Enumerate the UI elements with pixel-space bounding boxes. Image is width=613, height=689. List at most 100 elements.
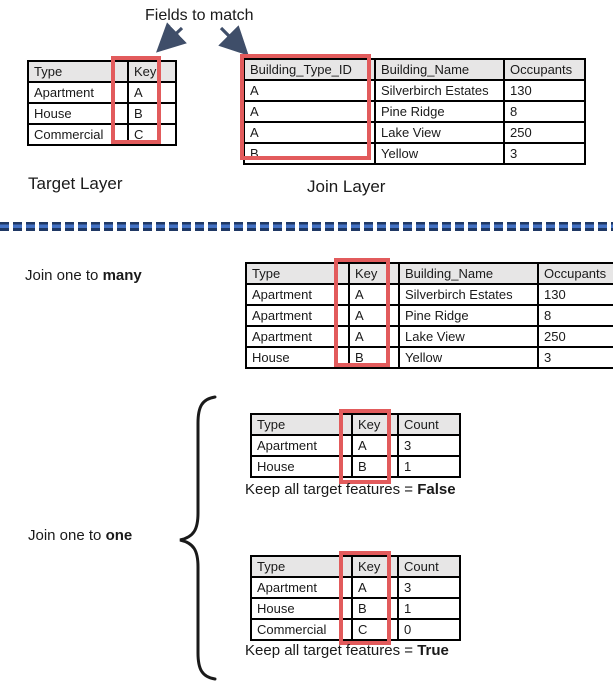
caption-bold-text: True [417, 642, 449, 659]
join-layer-label: Join Layer [307, 177, 386, 196]
table-cell: A [243, 79, 376, 102]
table-cell: B [351, 597, 399, 620]
column-header: Count [397, 555, 461, 578]
table-cell: Yellow [398, 346, 539, 369]
arrow-to-join-key-icon [218, 25, 249, 56]
table-cell: 3 [397, 434, 461, 457]
table-cell: 250 [503, 121, 586, 144]
table-cell: A [348, 283, 400, 306]
table-cell: Apartment [27, 81, 129, 104]
table-cell: Pine Ridge [374, 100, 505, 123]
column-header: Count [397, 413, 461, 436]
section-divider [0, 222, 613, 231]
fields-to-match-title: Fields to match [145, 7, 254, 24]
label-text: Join one to [25, 267, 103, 284]
column-header: Key [348, 262, 400, 285]
column-header: Key [127, 60, 177, 83]
table-cell: C [351, 618, 399, 641]
target-layer-label: Target Layer [28, 174, 123, 193]
column-header: Type [245, 262, 350, 285]
table-cell: A [351, 434, 399, 457]
curly-brace-icon [179, 395, 217, 681]
column-header: Key [351, 413, 399, 436]
table-cell: B [351, 455, 399, 478]
table-cell: A [243, 121, 376, 144]
table-cell: Silverbirch Estates [398, 283, 539, 306]
join-one-to-one-label: Join one to one [28, 527, 132, 544]
fields-to-match-arrows [156, 22, 249, 56]
caption-bold-text: False [417, 481, 456, 498]
table-cell: Pine Ridge [398, 304, 539, 327]
label-bold-text: one [105, 527, 133, 544]
table-cell: 8 [503, 100, 586, 123]
table-cell: 8 [537, 304, 613, 327]
table-cell: Lake View [374, 121, 505, 144]
label-bold-text: many [102, 267, 142, 284]
keep-false-caption: Keep all target features = False [245, 481, 456, 498]
column-header: Type [250, 413, 353, 436]
arrow-to-target-key-icon [156, 22, 187, 53]
table-cell: Lake View [398, 325, 539, 348]
table-cell: A [348, 304, 400, 327]
table-cell: B [348, 346, 400, 369]
table-cell: 130 [503, 79, 586, 102]
column-header: Building_Name [374, 58, 505, 81]
table-cell: Silverbirch Estates [374, 79, 505, 102]
table-cell: Commercial [250, 618, 353, 641]
table-cell: 130 [537, 283, 613, 306]
column-header: Building_Name [398, 262, 539, 285]
column-header: Type [27, 60, 129, 83]
table-cell: Apartment [250, 434, 353, 457]
table-cell: House [27, 102, 129, 125]
column-header: Key [351, 555, 399, 578]
table-cell: 0 [397, 618, 461, 641]
keep-true-caption: Keep all target features = True [245, 642, 449, 659]
table-cell: A [351, 576, 399, 599]
table-cell: Apartment [250, 576, 353, 599]
join-one-to-many-label: Join one to many [25, 267, 142, 284]
table-cell: Apartment [245, 283, 350, 306]
table-cell: 3 [537, 346, 613, 369]
table-cell: C [127, 123, 177, 146]
table-cell: House [245, 346, 350, 369]
table-cell: Commercial [27, 123, 129, 146]
table-cell: 250 [537, 325, 613, 348]
caption-text: Keep all target features = [245, 642, 418, 659]
table-cell: A [127, 81, 177, 104]
table-cell: 1 [397, 455, 461, 478]
table-cell: 1 [397, 597, 461, 620]
table-cell: 3 [397, 576, 461, 599]
table-cell: Apartment [245, 325, 350, 348]
table-cell: Apartment [245, 304, 350, 327]
column-header: Occupants [537, 262, 613, 285]
caption-text: Keep all target features = [245, 481, 418, 498]
table-cell: B [243, 142, 376, 165]
table-cell: B [127, 102, 177, 125]
column-header: Type [250, 555, 353, 578]
